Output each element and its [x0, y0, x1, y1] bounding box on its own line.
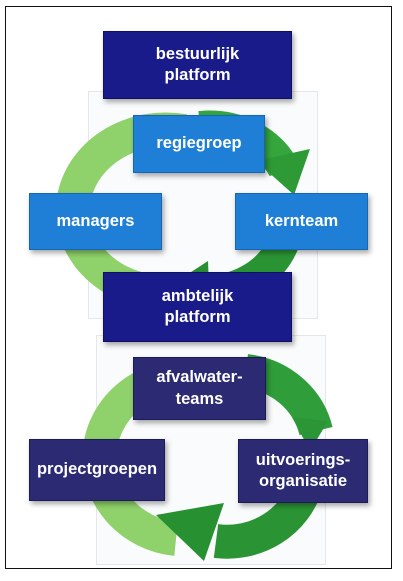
uitvoeringsorganisatie-label: uitvoerings- organisatie [255, 450, 351, 490]
bestuurlijk-platform-label: bestuurlijk platform [155, 44, 240, 84]
bestuurlijk-platform-box: bestuurlijk platform [103, 31, 292, 99]
afvalwater-teams-label: afvalwater- teams [156, 368, 243, 408]
kernteam-box: kernteam [235, 193, 368, 250]
managers-box: managers [29, 193, 162, 250]
projectgroepen-label: projectgroepen [36, 460, 158, 479]
ambtelijk-platform-label: ambtelijk platform [161, 286, 234, 326]
upper-arrowhead-right [256, 149, 310, 195]
lower-arrowhead-right [292, 417, 328, 451]
kernteam-label: kernteam [264, 211, 339, 230]
lower-arrowhead-bottom [156, 503, 224, 561]
uitvoeringsorganisatie-box: uitvoerings- organisatie [238, 439, 368, 503]
regiegroep-box: regiegroep [133, 115, 265, 173]
managers-label: managers [56, 211, 135, 230]
ambtelijk-platform-box: ambtelijk platform [103, 272, 292, 342]
afvalwater-teams-box: afvalwater- teams [133, 357, 266, 420]
regiegroep-label: regiegroep [156, 134, 242, 153]
projectgroepen-box: projectgroepen [29, 439, 165, 501]
diagram-frame: bestuurlijk platform regiegroep managers… [5, 6, 392, 569]
